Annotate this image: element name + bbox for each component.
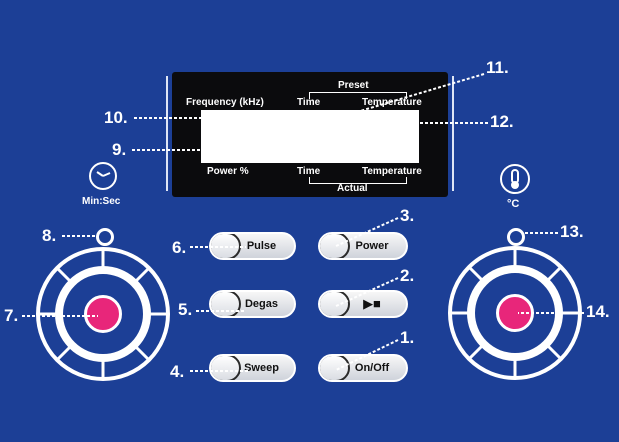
actual-bracket [309, 177, 407, 184]
actual-temperature-label: Temperature [362, 166, 422, 177]
sweep-button[interactable]: Sweep [209, 354, 296, 382]
pulse-button[interactable]: Pulse [209, 232, 296, 260]
left-knob-indicator [96, 228, 114, 246]
preset-bracket [309, 92, 407, 99]
callout-13: 13. [560, 222, 584, 241]
callout-3: 3. [400, 206, 415, 225]
power-percent-label: Power % [207, 166, 249, 177]
callout-12: 12. [490, 112, 514, 131]
callout-2: 2. [400, 266, 415, 285]
on-off-button-cap [320, 356, 350, 380]
clock-icon [89, 162, 117, 190]
power-button[interactable]: Power [318, 232, 408, 260]
thermometer-icon [500, 164, 530, 194]
preset-label: Preset [338, 80, 369, 91]
on-off-button-label: On/Off [354, 362, 390, 374]
callout-6: 6. [172, 238, 187, 257]
play-stop-button-cap [320, 292, 350, 316]
sweep-button-cap [211, 356, 241, 380]
display-left-rule [166, 76, 168, 191]
lcd-screen [201, 110, 419, 163]
left-knob-ring [55, 266, 151, 362]
actual-label: Actual [337, 183, 368, 194]
callout-8: 8. [42, 226, 57, 245]
celsius-label: °C [507, 198, 520, 210]
frequency-label: Frequency (kHz) [186, 97, 264, 108]
pulse-button-label: Pulse [246, 240, 277, 252]
on-off-button[interactable]: On/Off [318, 354, 408, 382]
callout-5: 5. [178, 300, 193, 319]
actual-time-label: Time [297, 166, 321, 177]
left-knob[interactable] [36, 247, 170, 381]
play-stop-button[interactable]: ▶■ [318, 290, 408, 318]
callout-4: 4. [170, 362, 185, 381]
power-button-cap [320, 234, 350, 258]
callout-14: 14. [586, 302, 610, 321]
sweep-button-label: Sweep [244, 362, 279, 374]
callout-11: 11. [486, 58, 509, 77]
callout-10: 10. [104, 108, 128, 127]
power-button-label: Power [355, 240, 389, 252]
preset-time-label: Time [297, 97, 321, 108]
degas-button-label: Degas [244, 298, 279, 310]
left-knob-center[interactable] [84, 295, 122, 333]
right-knob-indicator [507, 228, 525, 246]
callout-7: 7. [4, 306, 19, 325]
callout-1: 1. [400, 328, 415, 347]
play-stop-icon: ▶■ [363, 296, 381, 311]
min-sec-label: Min:Sec [82, 196, 121, 207]
display-right-rule [452, 76, 454, 191]
callout-9: 9. [112, 140, 127, 159]
